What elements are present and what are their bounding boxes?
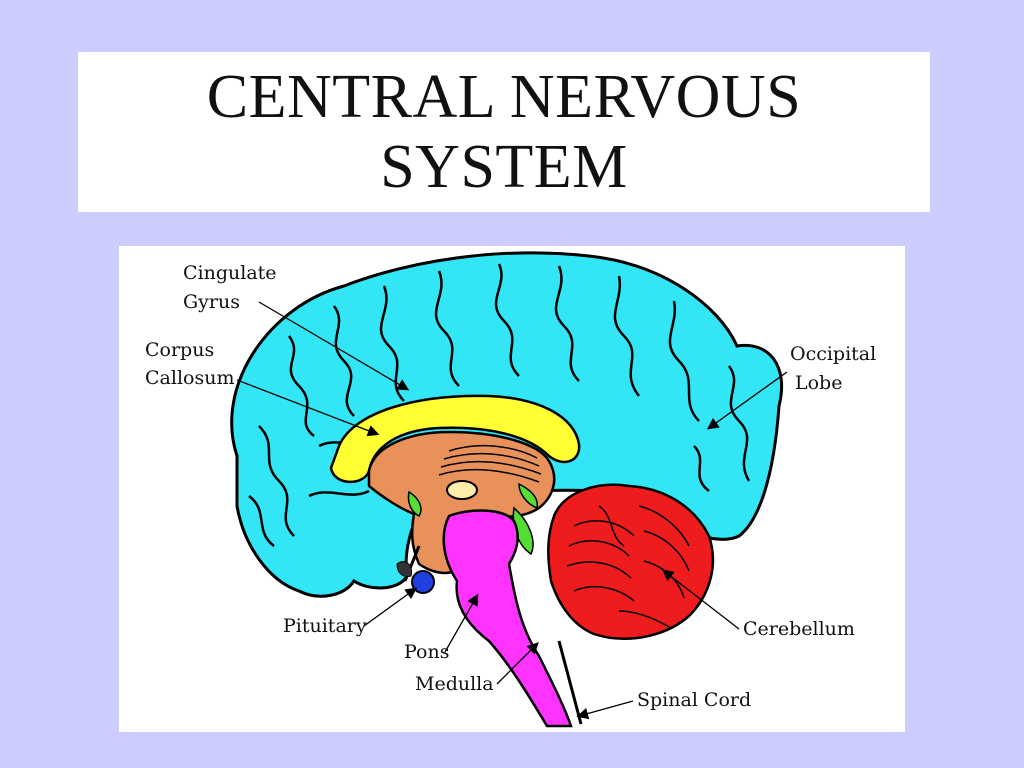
leader-cingulate bbox=[258, 301, 410, 391]
label-cingulate-line-1: Cingulate bbox=[183, 262, 277, 284]
leader-occipital bbox=[706, 371, 788, 430]
pituitary-gland bbox=[411, 570, 435, 594]
brain-diagram: Cingulate Gyrus Corpus Callosum Occipita… bbox=[145, 251, 876, 728]
thalamus-accent-right bbox=[518, 482, 539, 510]
pineal-body bbox=[446, 480, 478, 500]
label-pituitary: Pituitary bbox=[283, 615, 367, 637]
leader-medulla bbox=[496, 642, 539, 685]
title-box: CENTRAL NERVOUS SYSTEM bbox=[78, 52, 930, 212]
label-occipital-line-2: Lobe bbox=[795, 372, 842, 394]
pons-medulla bbox=[442, 509, 573, 728]
leader-pituitary bbox=[363, 587, 418, 627]
thalamus-accent-left bbox=[407, 490, 422, 517]
cerebellum-folia bbox=[566, 505, 690, 629]
thalamus-striations bbox=[438, 444, 542, 483]
label-medulla: Medulla bbox=[415, 673, 494, 695]
leader-corpus bbox=[236, 379, 380, 437]
label-corpus-line-1: Corpus bbox=[145, 339, 214, 361]
leader-spinal-cord bbox=[576, 700, 634, 720]
label-cingulate-line-2: Gyrus bbox=[183, 291, 240, 313]
label-occipital-line-1: Occipital bbox=[790, 343, 876, 365]
label-corpus-line-2: Callosum bbox=[145, 367, 234, 389]
optic-chiasm bbox=[396, 561, 413, 577]
label-pons: Pons bbox=[404, 641, 449, 663]
label-spinal-cord: Spinal Cord bbox=[637, 689, 751, 711]
leader-cerebellum bbox=[661, 569, 740, 630]
brain-diagram-panel: Cingulate Gyrus Corpus Callosum Occipita… bbox=[119, 246, 905, 732]
cerebellum bbox=[547, 483, 715, 640]
leader-lines bbox=[236, 301, 788, 720]
slide-title-line-2: SYSTEM bbox=[380, 133, 628, 201]
label-cerebellum: Cerebellum bbox=[743, 618, 855, 640]
slide-title-line-1: CENTRAL NERVOUS bbox=[206, 63, 802, 131]
leader-pons bbox=[444, 593, 479, 653]
